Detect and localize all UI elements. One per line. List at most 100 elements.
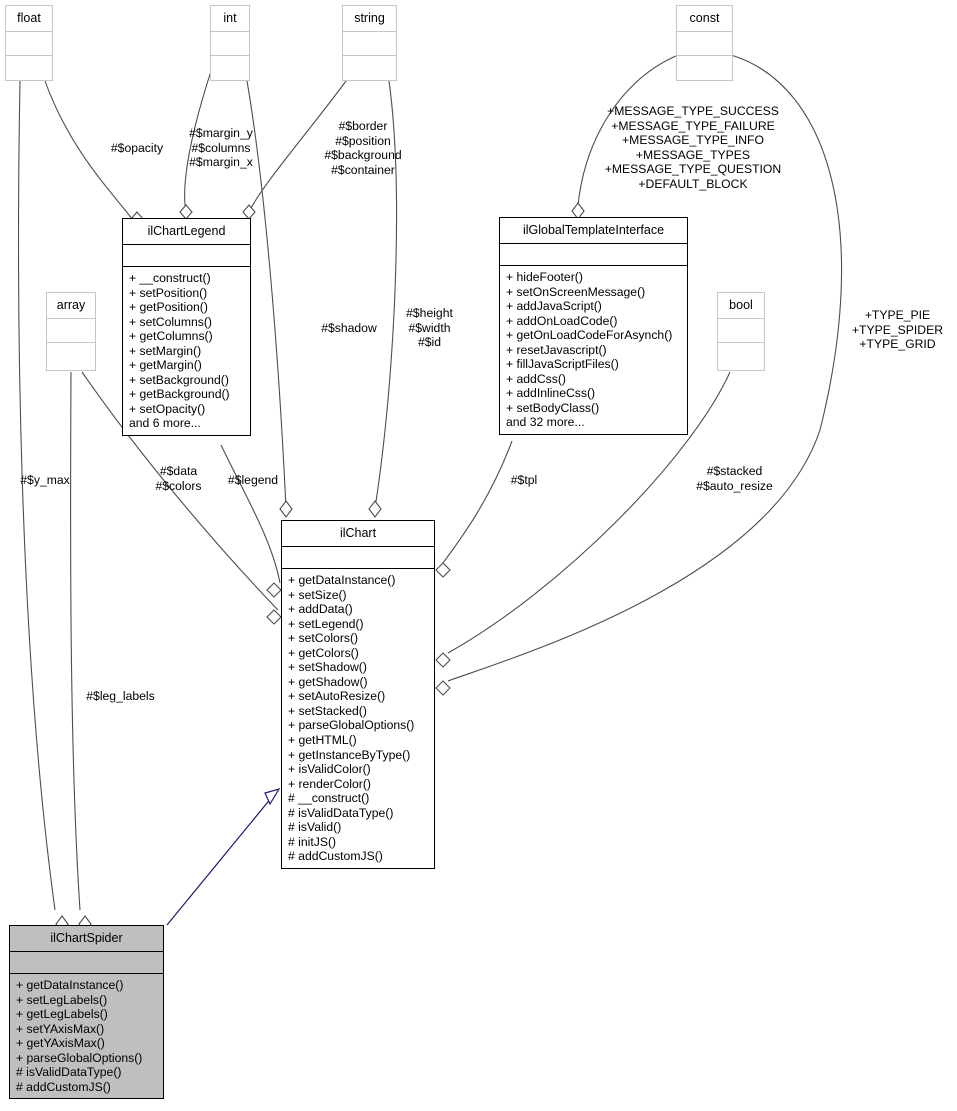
- node-const[interactable]: const: [676, 5, 733, 81]
- node-string[interactable]: string: [342, 5, 397, 81]
- class-member: + hideFooter(): [506, 270, 583, 284]
- node-ilchart-attributes: [282, 547, 434, 569]
- class-member: + setBodyClass(): [506, 400, 600, 415]
- node-const-operations: [677, 56, 732, 79]
- node-ilchart-title: ilChart: [282, 521, 434, 547]
- class-member: + getColors(): [288, 645, 359, 660]
- class-member: + getMargin(): [129, 358, 202, 373]
- edge-inheritance-spider-chart: [166, 788, 281, 926]
- class-member: + setYAxisMax(): [16, 1021, 105, 1036]
- class-member: + setShadow(): [288, 660, 367, 675]
- edge-float-ilchartspider: [17, 80, 56, 911]
- class-member: + getBackground(): [129, 387, 230, 402]
- node-bool-title: bool: [718, 293, 764, 319]
- node-string-title: string: [343, 6, 396, 32]
- diamond-chart-string: [368, 500, 382, 518]
- class-member: + getYAxisMax(): [16, 1036, 105, 1051]
- node-array-title: array: [47, 293, 95, 319]
- diamond-legend-string: [242, 204, 256, 220]
- node-ilglobaltemplateinterface[interactable]: ilGlobalTemplateInterface + hideFooter()…: [499, 217, 688, 436]
- node-int-operations: [211, 56, 249, 79]
- node-int-title: int: [211, 6, 249, 32]
- node-bool[interactable]: bool: [717, 292, 765, 371]
- edge-label-const-chart-types: +TYPE_PIE +TYPE_SPIDER +TYPE_GRID: [851, 308, 944, 352]
- class-member: + setLegend(): [288, 616, 364, 631]
- class-member: + setPosition(): [129, 285, 208, 300]
- class-member: + parseGlobalOptions(): [16, 1050, 143, 1065]
- edge-label-tpl: #$tpl: [510, 473, 538, 487]
- node-ilchartspider-title: ilChartSpider: [10, 926, 163, 952]
- class-member: + resetJavascript(): [506, 342, 607, 357]
- class-member: + __construct(): [129, 271, 211, 285]
- class-member: + setOpacity(): [129, 401, 206, 416]
- class-member: + setStacked(): [288, 703, 367, 718]
- edge-label-height-width-id: #$height #$width #$id: [406, 306, 453, 350]
- edge-label-const-message-types: +MESSAGE_TYPE_SUCCESS +MESSAGE_TYPE_FAIL…: [604, 104, 782, 191]
- edge-label-string-legend: #$border #$position #$background #$conta…: [324, 119, 402, 177]
- class-member: + setOnScreenMessage(): [506, 284, 646, 299]
- edge-label-stacked-auto-resize: #$stacked #$auto_resize: [696, 464, 773, 493]
- class-member: + setMargin(): [129, 343, 202, 358]
- node-ilchartlegend-operations: + __construct()+ setPosition()+ getPosit…: [123, 267, 250, 435]
- node-string-operations: [343, 56, 396, 79]
- class-member: + getDataInstance(): [288, 573, 396, 587]
- node-ilglobaltemplateinterface-attributes: [500, 244, 687, 266]
- node-array-attributes: [47, 319, 95, 343]
- class-member: + fillJavaScriptFiles(): [506, 357, 619, 372]
- class-member: + setSize(): [288, 587, 347, 602]
- node-ilchartspider[interactable]: ilChartSpider + getDataInstance()+ setLe…: [9, 925, 164, 1100]
- class-member: # isValidDataType(): [288, 805, 394, 820]
- class-member: + setBackground(): [129, 372, 229, 387]
- diamond-chart-types: [435, 680, 451, 696]
- node-ilchart-operations: + getDataInstance()+ setSize()+ addData(…: [282, 569, 434, 868]
- class-member: + getPosition(): [129, 300, 208, 315]
- node-ilchartlegend-title: ilChartLegend: [123, 219, 250, 245]
- class-member: # initJS(): [288, 834, 337, 849]
- node-const-attributes: [677, 32, 732, 56]
- node-float-attributes: [6, 32, 52, 56]
- diamond-legend-int: [179, 204, 193, 220]
- class-member: + getDataInstance(): [16, 978, 124, 992]
- diamond-chart-legend: [266, 582, 282, 598]
- class-member: + getColumns(): [129, 329, 213, 344]
- class-member: # isValidDataType(): [16, 1065, 122, 1080]
- class-member: + setLegLabels(): [16, 992, 108, 1007]
- node-float[interactable]: float: [5, 5, 53, 81]
- class-member: + isValidColor(): [288, 762, 371, 777]
- node-ilglobaltemplateinterface-title: ilGlobalTemplateInterface: [500, 218, 687, 244]
- class-member: + parseGlobalOptions(): [288, 718, 415, 733]
- class-member: + addJavaScript(): [506, 299, 602, 314]
- edge-label-shadow: #$shadow: [321, 321, 377, 335]
- node-const-title: const: [677, 6, 732, 32]
- class-member: + setColors(): [288, 631, 359, 646]
- node-float-operations: [6, 56, 52, 79]
- node-ilchartlegend[interactable]: ilChartLegend + __construct()+ setPositi…: [122, 218, 251, 437]
- diamond-chart-tpl: [435, 562, 451, 578]
- class-member: + getInstanceByType(): [288, 747, 411, 762]
- edge-label-legend: #$legend: [227, 473, 279, 487]
- node-int-attributes: [211, 32, 249, 56]
- class-member: + addOnLoadCode(): [506, 313, 618, 328]
- diamond-chart-array: [266, 609, 282, 625]
- node-bool-operations: [718, 343, 764, 366]
- class-member: # isValid(): [288, 820, 342, 835]
- node-ilchart[interactable]: ilChart + getDataInstance()+ setSize()+ …: [281, 520, 435, 869]
- diamond-chart-int: [279, 500, 293, 518]
- node-array-operations: [47, 343, 95, 366]
- class-member: + getLegLabels(): [16, 1007, 108, 1022]
- class-member: + getHTML(): [288, 733, 357, 748]
- node-float-title: float: [6, 6, 52, 32]
- node-ilchartspider-attributes: [10, 952, 163, 974]
- class-member: and 32 more...: [506, 415, 585, 430]
- node-ilchartspider-operations: + getDataInstance()+ setLegLabels()+ get…: [10, 974, 163, 1098]
- class-member: and 6 more...: [129, 416, 201, 431]
- edge-ilglobaltemplateinterface-ilchart: [442, 440, 513, 564]
- node-array[interactable]: array: [46, 292, 96, 371]
- class-member: # addCustomJS(): [16, 1079, 111, 1094]
- edge-label-leg-labels: #$leg_labels: [86, 689, 155, 703]
- class-member: # addCustomJS(): [288, 849, 383, 864]
- node-int[interactable]: int: [210, 5, 250, 81]
- node-bool-attributes: [718, 319, 764, 343]
- class-member: + setAutoResize(): [288, 689, 386, 704]
